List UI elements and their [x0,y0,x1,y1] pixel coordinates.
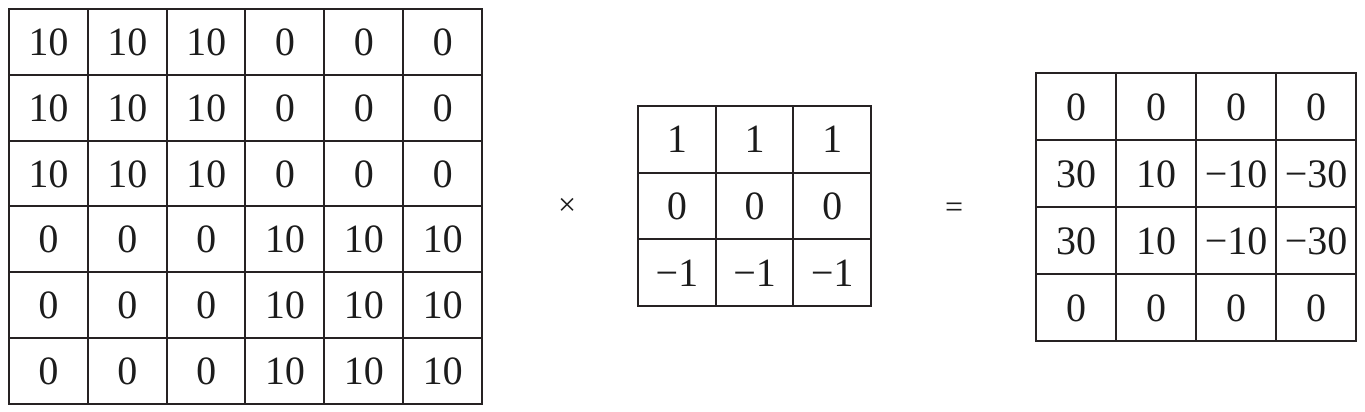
matrix-cell: 10 [323,205,405,274]
matrix-cell: −1 [792,238,872,307]
matrix-cell: 10 [244,205,326,274]
matrix-cell: 0 [637,171,717,241]
matrix-cell: 10 [8,139,89,208]
matrix-cell: 10 [86,8,168,76]
matrix-cell: 0 [8,271,89,340]
matrix-cell: 10 [402,271,483,340]
matrix-cell: −10 [1195,206,1277,275]
matrix-cell: 10 [165,139,247,208]
matrix-cell: 0 [86,205,168,274]
matrix-row: −1−1−1 [637,238,872,307]
matrix-cell: −10 [1195,139,1277,208]
matrix-cell: 10 [402,337,483,405]
matrix-cell: 1 [637,105,717,174]
matrix-cell: 0 [323,8,405,76]
matrix-cell: 0 [86,271,168,340]
matrix-cell: 0 [402,73,483,142]
matrix-cell: 10 [8,8,89,76]
matrix-cell: 0 [8,205,89,274]
matrix-cell: 0 [1035,72,1117,141]
matrix-cell: −1 [637,238,717,307]
matrix-cell: 0 [1115,72,1197,141]
matrix-cell: 0 [8,337,89,405]
matrix-cell: −1 [714,238,795,307]
matrix-cell: 0 [402,8,483,76]
matrix-cell: 0 [244,8,326,76]
matrix-cell: 10 [323,271,405,340]
matrix-cell: 10 [165,73,247,142]
matrix-cell: 1 [792,105,872,174]
multiply-operator: × [557,185,577,222]
matrix-cell: −30 [1275,206,1357,275]
matrix-cell: 0 [86,337,168,405]
matrix-cell: 0 [165,271,247,340]
matrix-cell: 10 [1115,206,1197,275]
matrix-cell: 30 [1035,139,1117,208]
matrix-cell: 0 [1115,273,1197,342]
matrix-cell: 0 [244,139,326,208]
matrix-cell: 0 [323,139,405,208]
matrix-cell: 30 [1035,206,1117,275]
matrix-cell: 0 [792,171,872,241]
matrix-cell: 10 [86,139,168,208]
matrix-cell: 0 [323,73,405,142]
matrix-cell: 10 [8,73,89,142]
matrix-cell: 0 [165,205,247,274]
matrix-cell: 10 [244,271,326,340]
matrix-cell: 10 [244,337,326,405]
matrix-cell: 10 [323,337,405,405]
matrix-cell: 0 [1035,273,1117,342]
matrix-cell: 1 [714,105,795,174]
matrix-cell: 0 [1275,273,1357,342]
matrix-cell: 0 [165,337,247,405]
matrix-cell: 10 [1115,139,1197,208]
matrix-cell: 10 [86,73,168,142]
matrix-cell: 0 [714,171,795,241]
matrix-cell: 10 [165,8,247,76]
matrix-cell: 0 [402,139,483,208]
matrix-cell: 0 [1275,72,1357,141]
matrix-cell: 0 [244,73,326,142]
matrix-cell: 0 [1195,72,1277,141]
equals-operator: = [944,187,964,224]
matrix-cell: 0 [1195,273,1277,342]
matrix-cell: −30 [1275,139,1357,208]
matrix-cell: 10 [402,205,483,274]
